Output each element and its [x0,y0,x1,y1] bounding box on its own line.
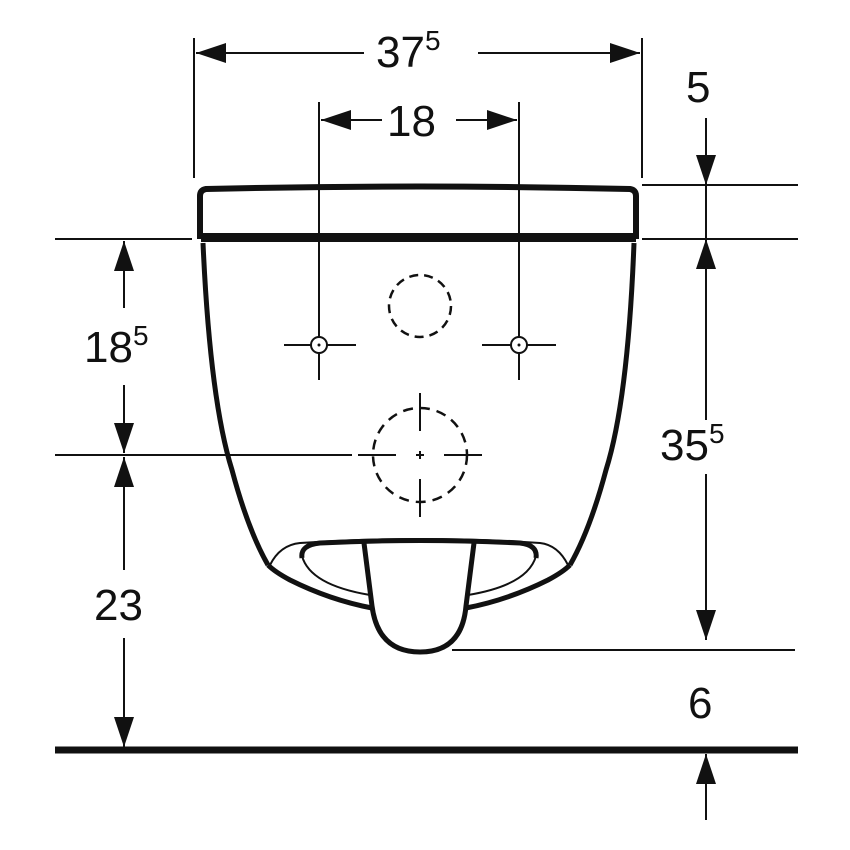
outlet-circle [358,393,482,517]
dim-value: 18 [387,97,436,146]
water-inlet-circle [387,273,453,339]
dim-value: 18 [84,323,133,372]
dim-value: 35 [660,421,709,470]
dim-label-outlet-height: 23 [90,584,147,628]
toilet-seat-outline [197,183,639,239]
dim-fraction: 5 [424,25,441,56]
outlet-spigot [361,542,477,655]
dim-label-seat-to-bottom: 355 [656,420,729,470]
dim-value: 6 [688,679,713,728]
dim-value: 37 [376,28,425,77]
dim-label-overall-width: 375 [372,27,445,77]
dim-fraction: 5 [708,418,725,449]
dim-value: 23 [94,581,143,630]
toilet-bowl-outline [200,242,637,567]
dim-fraction: 5 [132,320,149,351]
dim-label-bolt-to-outlet: 185 [80,322,153,372]
mounting-bolt-right [482,336,556,354]
dim-label-bottom-to-floor: 6 [684,679,717,728]
dim-label-bolt-spacing: 18 [383,100,440,144]
mounting-bolt-left [284,336,356,354]
toilet-rim-outline [266,563,572,611]
dim-value: 5 [686,63,711,112]
dim-label-seat-thickness: 5 [682,63,715,112]
